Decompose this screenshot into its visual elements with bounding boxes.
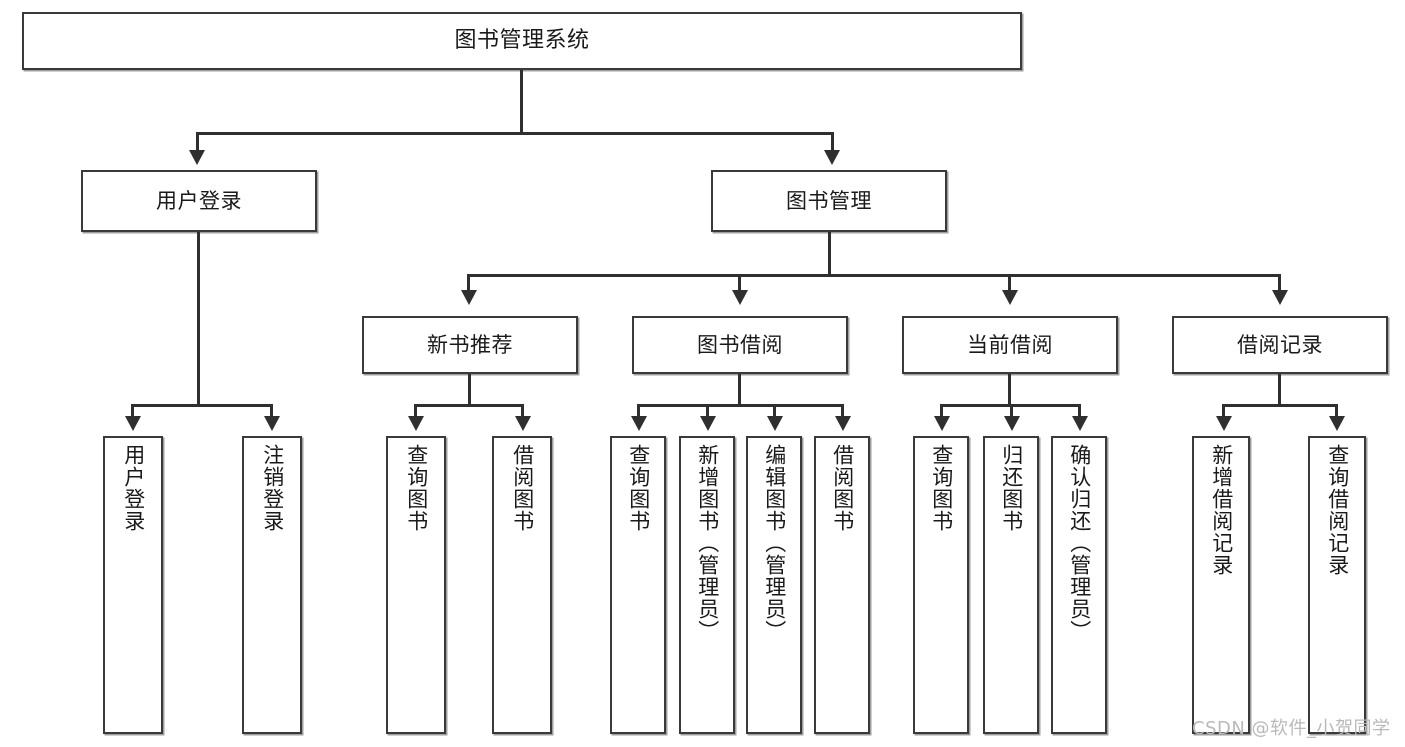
- node-new-book-recommend[interactable]: 新书推荐: [362, 316, 578, 374]
- arrow-to-leaf-borrow-books-2: [835, 416, 851, 431]
- arrow-to-borrow-records: [1272, 290, 1288, 305]
- connector-userlogin-bus: [131, 404, 272, 407]
- connector-bookborrow-bus: [637, 404, 844, 407]
- connector-userlogin-drop-2: [270, 404, 273, 420]
- arrow-to-leaf-logout: [264, 416, 280, 431]
- node-label: 用户登录: [156, 188, 242, 213]
- connector-currentborrow-stem: [1008, 374, 1011, 404]
- leaf-query-books-newbooks[interactable]: 查询图书: [386, 436, 446, 734]
- node-label: 查询图书: [404, 444, 429, 532]
- connector-userlogin-stem: [197, 232, 200, 407]
- connector-bookmgmt-drop-4: [1278, 274, 1281, 294]
- arrow-to-user-login: [189, 150, 205, 165]
- node-label: 查询图书: [929, 444, 954, 532]
- node-label: 图书管理: [786, 188, 872, 213]
- node-label: 新增图书（管理员）: [695, 444, 720, 642]
- node-label: 编辑图书（管理员）: [762, 444, 787, 642]
- node-label: 确认归还（管理员）: [1067, 444, 1092, 642]
- leaf-add-borrow-record[interactable]: 新增借阅记录: [1192, 436, 1250, 734]
- arrow-to-leaf-add-record: [1216, 416, 1232, 431]
- leaf-query-borrow-record[interactable]: 查询借阅记录: [1308, 436, 1366, 734]
- node-book-management[interactable]: 图书管理: [711, 170, 947, 232]
- connector-currentborrow-drop-3: [1078, 404, 1081, 420]
- connector-bookborrow-drop-4: [841, 404, 844, 420]
- connector-root-bus: [196, 132, 834, 135]
- leaf-query-books-currentborrow[interactable]: 查询图书: [913, 436, 969, 734]
- arrow-to-leaf-return-book: [1004, 416, 1020, 431]
- connector-root-drop-2: [831, 132, 834, 154]
- connector-borrowrecords-stem: [1278, 374, 1281, 404]
- connector-newbooks-bus: [414, 404, 524, 407]
- node-label: 借阅记录: [1237, 332, 1323, 357]
- arrow-to-new-books: [461, 290, 477, 305]
- connector-bookborrow-drop-1: [637, 404, 640, 420]
- arrow-to-leaf-query-books-1: [408, 416, 424, 431]
- connector-bookmgmt-drop-2: [738, 274, 741, 294]
- node-label: 新增借阅记录: [1209, 444, 1234, 576]
- connector-bookborrow-drop-2: [706, 404, 709, 420]
- leaf-edit-book-admin[interactable]: 编辑图书（管理员）: [746, 436, 802, 734]
- connector-bookmgmt-drop-3: [1008, 274, 1011, 294]
- arrow-to-leaf-confirm-return: [1072, 416, 1088, 431]
- node-label: 当前借阅: [967, 332, 1053, 357]
- node-label: 归还图书: [999, 444, 1024, 532]
- node-label: 新书推荐: [427, 332, 513, 357]
- arrow-to-leaf-edit-book: [767, 416, 783, 431]
- connector-bookborrow-stem: [738, 374, 741, 404]
- node-user-login[interactable]: 用户登录: [81, 170, 317, 232]
- arrow-to-book-borrow: [732, 290, 748, 305]
- connector-root-stem: [520, 70, 523, 132]
- connector-bookmgmt-drop-1: [467, 274, 470, 294]
- arrow-to-leaf-query-books-2: [631, 416, 647, 431]
- leaf-user-login[interactable]: 用户登录: [103, 436, 163, 734]
- leaf-logout-login[interactable]: 注销登录: [242, 436, 302, 734]
- connector-currentborrow-drop-2: [1010, 404, 1013, 420]
- node-label: 注销登录: [260, 444, 285, 532]
- node-borrow-records[interactable]: 借阅记录: [1172, 316, 1388, 374]
- connector-newbooks-drop-2: [521, 404, 524, 420]
- arrow-to-leaf-query-record: [1329, 416, 1345, 431]
- connector-borrowrecords-bus: [1222, 404, 1338, 407]
- connector-newbooks-drop-1: [414, 404, 417, 420]
- leaf-add-book-admin[interactable]: 新增图书（管理员）: [679, 436, 735, 734]
- node-label: 查询借阅记录: [1325, 444, 1350, 576]
- arrow-to-leaf-borrow-books-1: [515, 416, 531, 431]
- connector-root-drop-1: [196, 132, 199, 154]
- connector-borrowrecords-drop-2: [1335, 404, 1338, 420]
- leaf-query-books-bookborrow[interactable]: 查询图书: [610, 436, 666, 734]
- arrow-to-leaf-add-book: [700, 416, 716, 431]
- node-label: 查询图书: [626, 444, 651, 532]
- node-root-system[interactable]: 图书管理系统: [22, 12, 1022, 70]
- node-label: 图书借阅: [697, 332, 783, 357]
- node-book-borrow[interactable]: 图书借阅: [632, 316, 848, 374]
- connector-currentborrow-drop-1: [940, 404, 943, 420]
- leaf-return-book[interactable]: 归还图书: [983, 436, 1039, 734]
- arrow-to-book-manage: [824, 150, 840, 165]
- node-label: 图书管理系统: [454, 28, 590, 54]
- leaf-borrow-books-bookborrow[interactable]: 借阅图书: [814, 436, 870, 734]
- connector-bookborrow-drop-3: [773, 404, 776, 420]
- connector-bookmgmt-stem: [828, 232, 831, 276]
- leaf-confirm-return-admin[interactable]: 确认归还（管理员）: [1051, 436, 1107, 734]
- connector-borrowrecords-drop-1: [1222, 404, 1225, 420]
- connector-newbooks-stem: [468, 374, 471, 404]
- connector-bookmgmt-bus: [467, 274, 1281, 277]
- node-label: 用户登录: [121, 444, 146, 532]
- arrow-to-leaf-user-login: [125, 416, 141, 431]
- node-label: 借阅图书: [830, 444, 855, 532]
- leaf-borrow-books-newbooks[interactable]: 借阅图书: [492, 436, 552, 734]
- node-current-borrow[interactable]: 当前借阅: [902, 316, 1118, 374]
- connector-userlogin-drop-1: [131, 404, 134, 420]
- arrow-to-current-borrow: [1002, 290, 1018, 305]
- arrow-to-leaf-query-books-3: [934, 416, 950, 431]
- node-label: 借阅图书: [510, 444, 535, 532]
